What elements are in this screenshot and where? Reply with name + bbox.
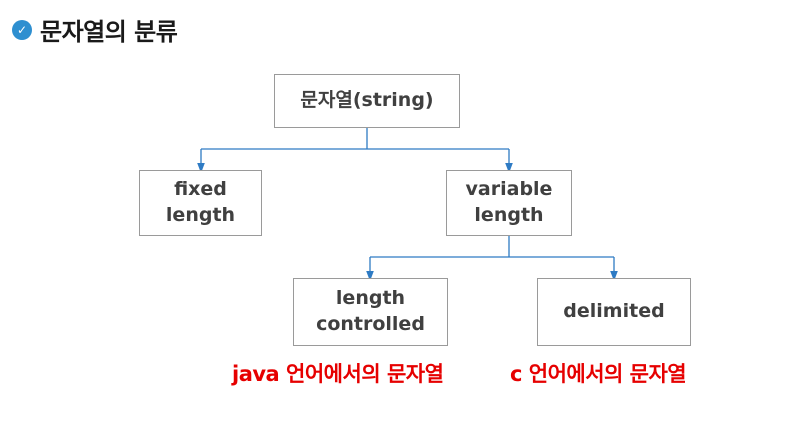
note-c-strings: c 언어에서의 문자열	[510, 362, 687, 386]
node-variable-length: variable length	[446, 170, 572, 236]
check-circle-icon: ✓	[12, 19, 32, 40]
node-delimited: delimited	[537, 278, 691, 346]
page-title: 문자열의 분류	[40, 18, 178, 46]
note-java-strings: java 언어에서의 문자열	[232, 362, 444, 386]
node-length-controlled: length controlled	[293, 278, 448, 346]
node-string: 문자열(string)	[274, 74, 460, 128]
node-fixed-length: fixed length	[139, 170, 262, 236]
page-header: ✓ 문자열의 분류	[12, 12, 178, 47]
